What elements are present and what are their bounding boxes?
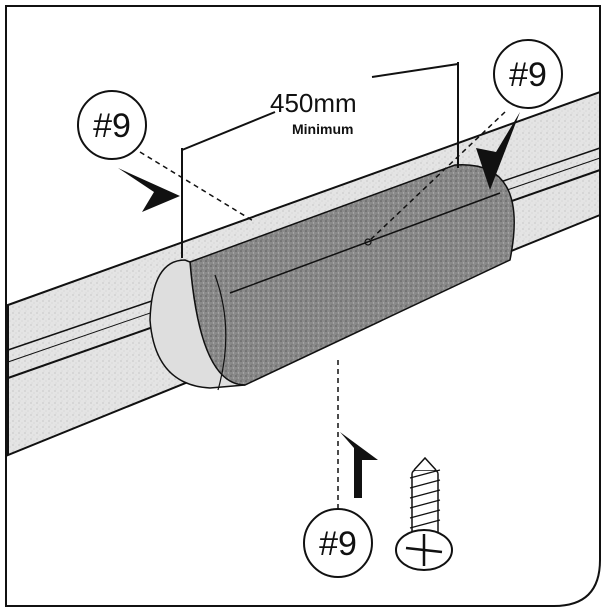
arrow-icon [118, 168, 180, 212]
dimension-value: 450mm [270, 88, 357, 118]
callout-bottom [303, 360, 373, 578]
callout-label-bottom: #9 [319, 525, 357, 563]
callout-label-top-right: #9 [509, 56, 547, 94]
callout-top-right [367, 39, 563, 243]
arrow-icon [476, 112, 520, 190]
dimension-marker [181, 62, 459, 258]
arrow-icon [340, 432, 378, 498]
screw-icon [395, 456, 453, 571]
callout-label-top-left: #9 [93, 107, 131, 145]
joint-sleeve [149, 164, 515, 391]
callout-top-left [77, 90, 256, 223]
dimension-qualifier: Minimum [292, 121, 353, 137]
